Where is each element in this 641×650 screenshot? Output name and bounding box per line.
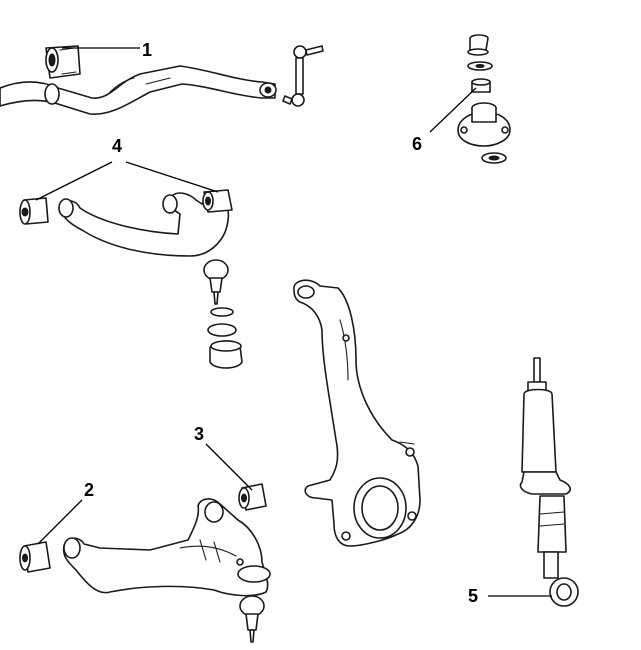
lower-control-arm-assembly [19,483,271,643]
upper-control-arm [59,191,230,257]
lower-arm-bushing-rear [238,483,267,511]
callout-2: 2 [84,480,94,500]
leader-4b [125,161,219,193]
strut-mount-bearing [471,78,491,93]
strut-mount [457,102,511,147]
callout-4: 4 [112,136,122,156]
callout-leaders [35,47,552,597]
stabilizer-bar [0,65,276,115]
upper-ball-joint [203,259,243,369]
upper-arm-bushing-rear [202,189,233,213]
stabilizer-bushing [45,45,81,79]
upper-arm-bushing [19,197,49,225]
callout-3: 3 [194,424,204,444]
steering-knuckle [293,279,421,547]
leader-4a [35,161,113,201]
leader-6 [429,87,477,133]
lower-arm-bushing-front [19,541,51,573]
callout-5: 5 [468,586,478,606]
stabilizer-end-link [282,45,324,107]
upper-control-arm-assembly [19,189,243,369]
strut-top-assembly [457,34,543,321]
stabilizer-bar-assembly [0,45,324,115]
coil-spring [467,173,543,321]
shock-absorber [519,357,579,607]
lower-ball-joint [239,595,265,643]
lower-control-arm [62,498,269,597]
leader-2 [37,499,83,545]
callout-6: 6 [412,134,422,154]
callout-1: 1 [142,40,152,60]
leader-3 [205,443,253,491]
